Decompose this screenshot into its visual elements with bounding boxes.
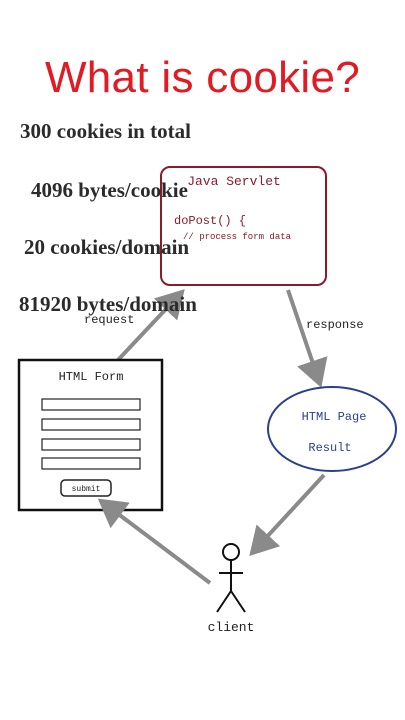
request-label: request xyxy=(84,313,134,327)
form-field-1 xyxy=(41,398,141,411)
result-line-2: Result xyxy=(308,441,351,455)
client-label: client xyxy=(208,620,255,635)
client-to-form-arrow xyxy=(97,498,212,585)
form-field-2 xyxy=(41,418,141,431)
fact-bytes-per-domain: 81920 bytes/domain xyxy=(19,292,197,316)
submit-button xyxy=(60,479,112,497)
request-arrow xyxy=(116,289,185,362)
result-ellipse: HTML Page Result xyxy=(267,386,397,472)
fact-bytes-per-cookie: 4096 bytes/cookie xyxy=(31,178,188,202)
fact-cookies-per-domain: 20 cookies/domain xyxy=(24,235,190,259)
form-field-3 xyxy=(41,438,141,451)
submit-label: submit xyxy=(72,485,101,494)
response-label: response xyxy=(306,318,364,332)
html-form-box: HTML Form submit xyxy=(17,358,164,512)
form-field-4 xyxy=(41,457,141,470)
form-title: HTML Form xyxy=(59,370,124,384)
response-arrow xyxy=(286,289,328,388)
result-line-1: HTML Page xyxy=(302,410,367,424)
servlet-box: Java Servlet doPost() { // process form … xyxy=(160,166,327,286)
page-to-client-arrow xyxy=(249,473,326,556)
client-figure-icon xyxy=(216,543,246,613)
fact-total-cookies: 300 cookies in total xyxy=(20,119,191,143)
servlet-title: Java Servlet xyxy=(187,174,281,189)
servlet-comment: // process form data xyxy=(183,232,292,242)
servlet-method: doPost() { xyxy=(174,214,246,228)
page-title: What is cookie? xyxy=(44,53,361,102)
